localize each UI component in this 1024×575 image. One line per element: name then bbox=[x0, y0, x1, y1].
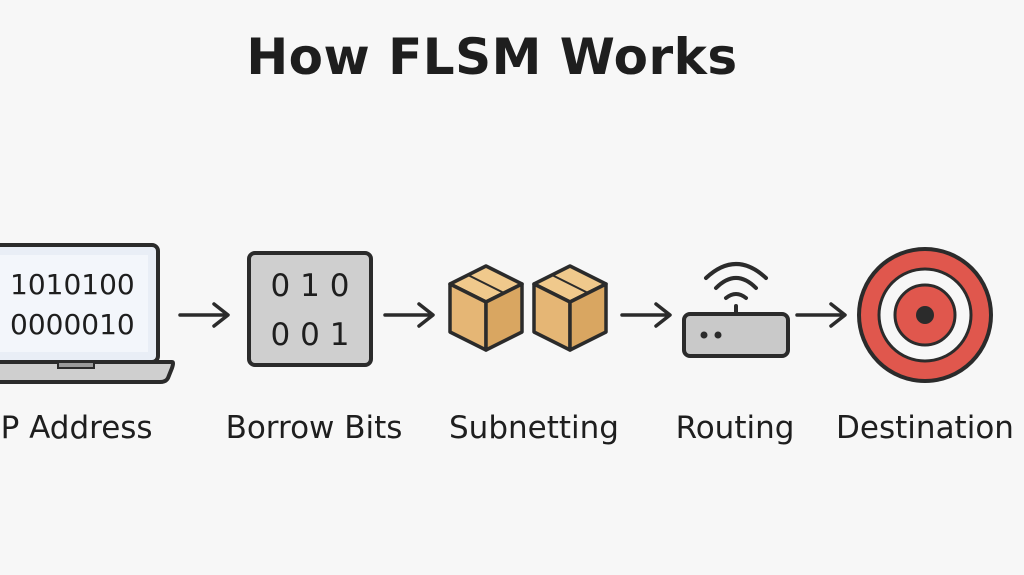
router-icon bbox=[682, 262, 790, 358]
step-label-borrow-bits: Borrow Bits bbox=[225, 410, 403, 446]
screen-line-1: 1010100 bbox=[10, 268, 135, 301]
diagram-title: How FLSM Works bbox=[246, 28, 738, 86]
bits-row-2: 0 0 1 bbox=[271, 317, 350, 353]
step-label-destination: Destination bbox=[836, 410, 1014, 446]
arrow-icon bbox=[620, 302, 672, 328]
boxes-icon bbox=[448, 264, 608, 352]
arrow-icon bbox=[178, 302, 230, 328]
step-label-routing: Routing bbox=[675, 410, 795, 446]
bits-row-1: 0 1 0 bbox=[271, 268, 350, 304]
arrow-icon bbox=[795, 302, 847, 328]
arrow-icon bbox=[383, 302, 435, 328]
bits-grid-icon: 0 1 0 0 0 1 bbox=[247, 251, 373, 367]
laptop-icon: 1010100 0000010 bbox=[0, 243, 175, 384]
target-icon bbox=[857, 247, 993, 383]
step-label-subnetting: Subnetting bbox=[449, 410, 619, 446]
step-label-ip-address: IP Address bbox=[0, 410, 153, 446]
screen-line-2: 0000010 bbox=[10, 308, 135, 341]
